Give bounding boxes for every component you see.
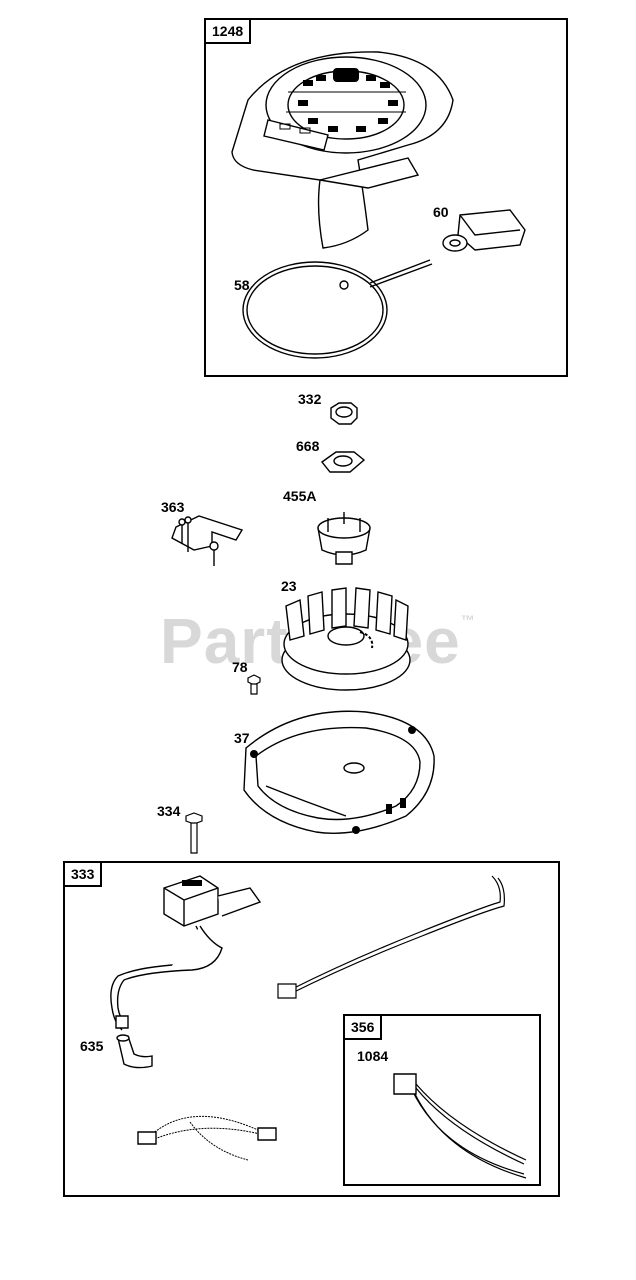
- starter-housing-drawing[interactable]: [228, 40, 458, 255]
- screw-drawing[interactable]: [246, 674, 262, 696]
- ignition-bracket-drawing[interactable]: [164, 512, 246, 568]
- label-78[interactable]: 78: [232, 659, 248, 675]
- box-tag-333[interactable]: 333: [65, 863, 103, 887]
- label-23[interactable]: 23: [281, 578, 297, 594]
- box-tag-1248[interactable]: 1248: [206, 20, 252, 44]
- spark-plug-boot-drawing[interactable]: [112, 1034, 156, 1070]
- trademark-symbol: ™: [460, 612, 476, 628]
- label-668[interactable]: 668: [296, 438, 320, 454]
- label-363[interactable]: 363: [161, 499, 185, 515]
- flywheel-drawing[interactable]: [278, 586, 414, 694]
- ignition-assembly-box: 333: [63, 861, 560, 1197]
- label-334[interactable]: 334: [157, 803, 181, 819]
- kill-wire-box: 356: [343, 1014, 541, 1186]
- blower-housing-drawing[interactable]: [236, 706, 442, 842]
- box-tag-356[interactable]: 356: [345, 1016, 383, 1040]
- flywheel-nut-drawing[interactable]: [325, 400, 361, 428]
- label-332[interactable]: 332: [298, 391, 322, 407]
- starter-handle-drawing[interactable]: [440, 205, 530, 260]
- starter-rope-drawing[interactable]: [240, 255, 440, 365]
- starter-assembly-box: 1248: [204, 18, 568, 377]
- ground-wire-drawing[interactable]: [270, 872, 510, 1002]
- ignition-coil-drawing[interactable]: [100, 868, 270, 1036]
- bolt-drawing[interactable]: [184, 812, 204, 854]
- starter-cup-drawing[interactable]: [310, 510, 378, 568]
- belleville-washer-drawing[interactable]: [318, 448, 366, 476]
- wire-harness-drawing[interactable]: [130, 1100, 280, 1166]
- label-60[interactable]: 60: [433, 204, 449, 220]
- label-635[interactable]: 635: [80, 1038, 104, 1054]
- kill-wire-drawing[interactable]: [392, 1066, 534, 1180]
- label-455a[interactable]: 455A: [283, 488, 317, 504]
- label-1084[interactable]: 1084: [357, 1048, 389, 1064]
- label-58[interactable]: 58: [234, 277, 250, 293]
- label-37[interactable]: 37: [234, 730, 250, 746]
